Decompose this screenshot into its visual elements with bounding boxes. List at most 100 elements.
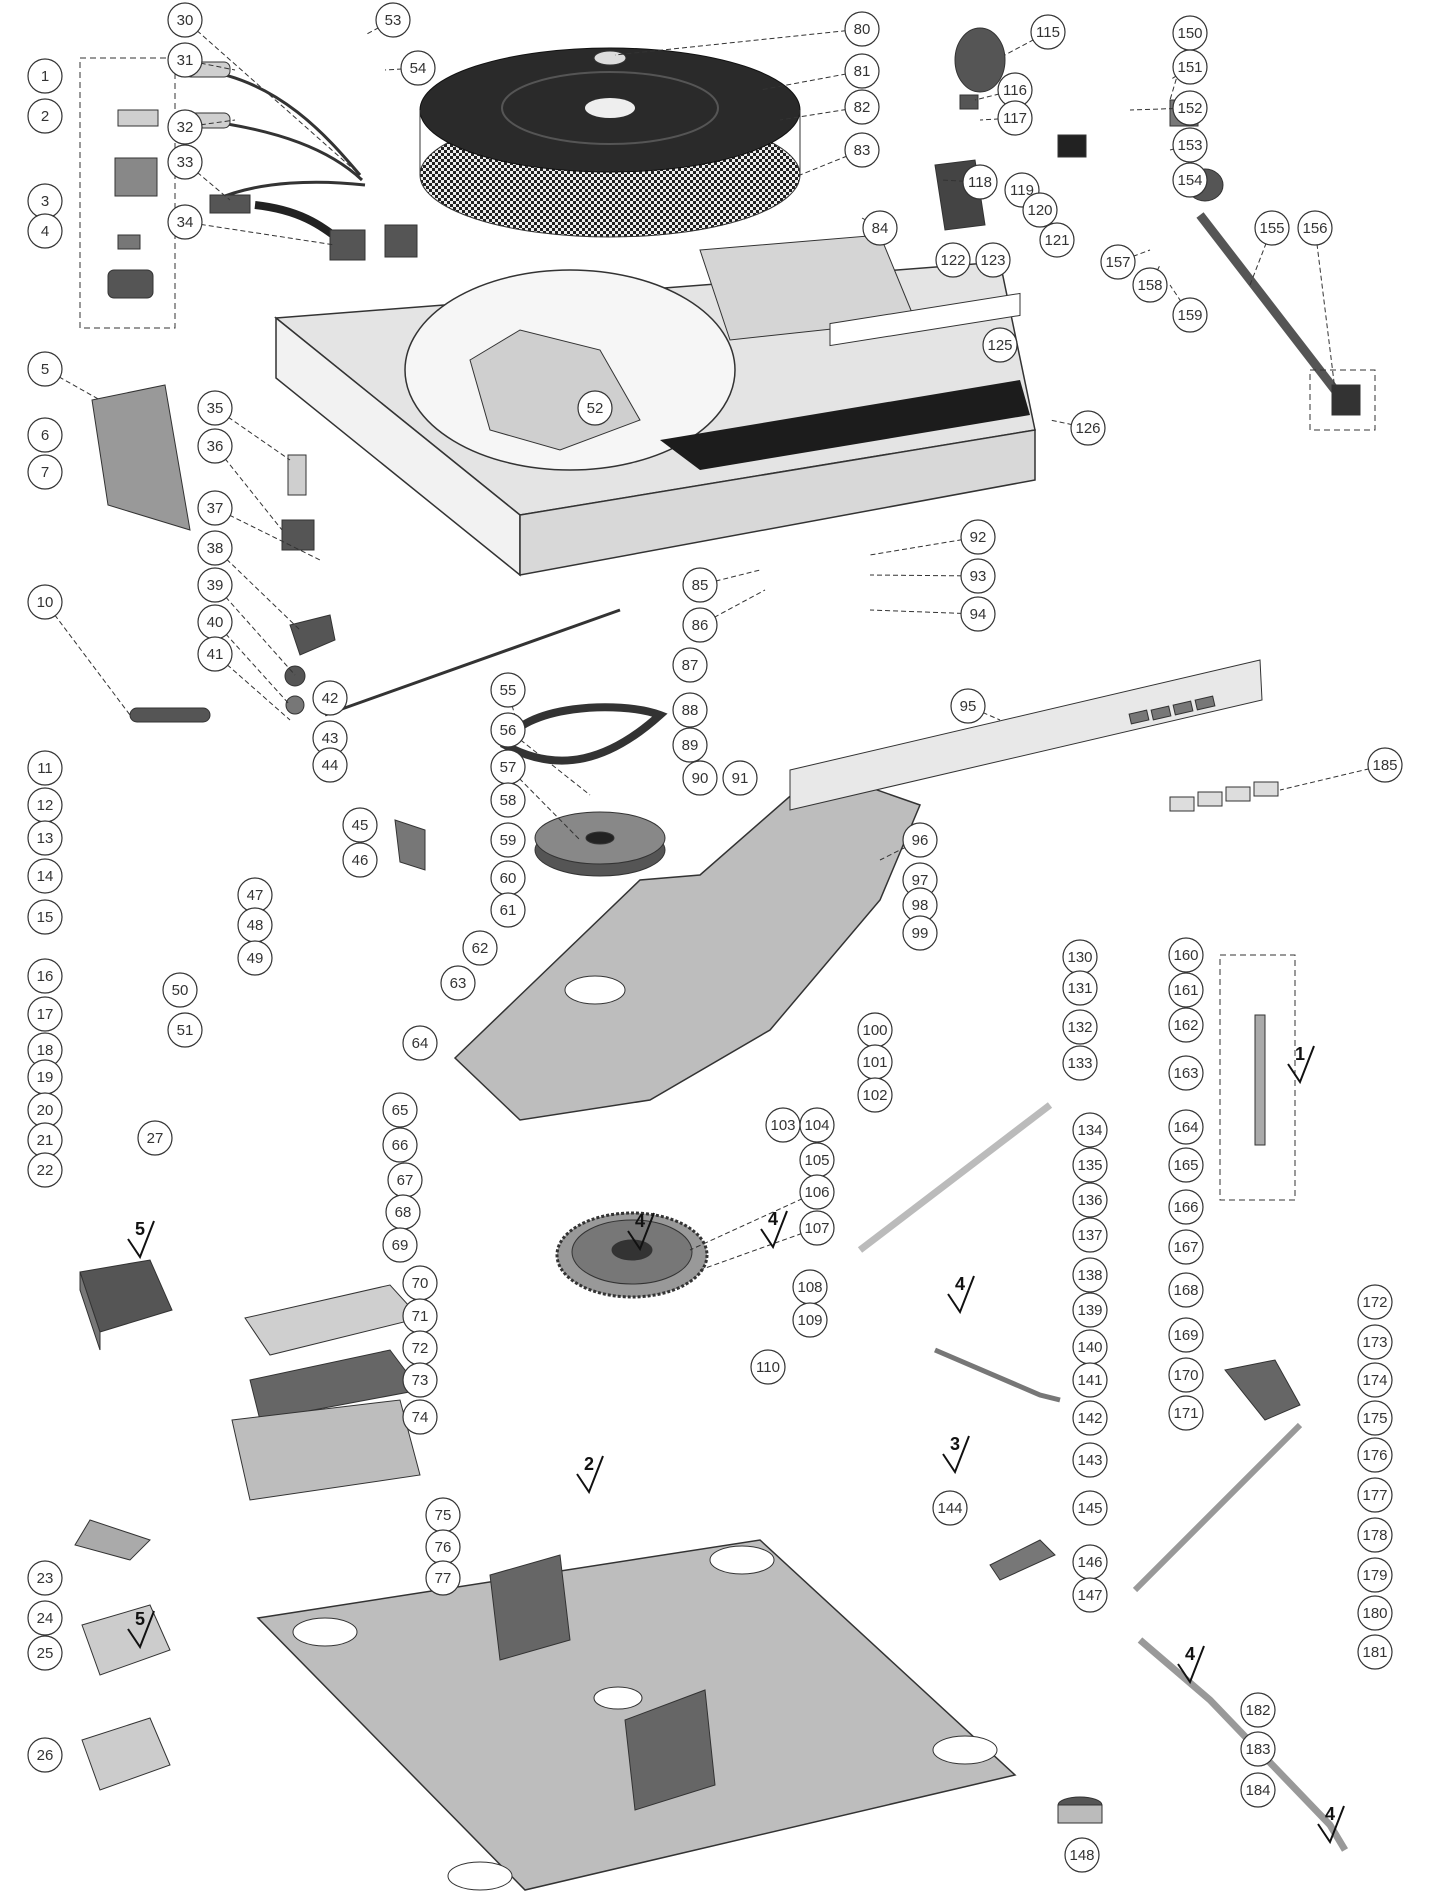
part-number: 130 bbox=[1067, 949, 1092, 966]
part-badge-circle bbox=[932, 1490, 968, 1526]
part-number: 157 bbox=[1105, 254, 1130, 271]
part-badge: 44 bbox=[312, 747, 348, 783]
part-badge: 92 bbox=[960, 519, 996, 555]
part-number: 94 bbox=[970, 606, 987, 623]
part-number: 156 bbox=[1302, 220, 1327, 237]
part-number: 85 bbox=[692, 577, 709, 594]
part-badge: 22 bbox=[27, 1152, 63, 1188]
part-number: 12 bbox=[37, 797, 54, 814]
part-badge-circle bbox=[1062, 970, 1098, 1006]
part-badge-circle bbox=[27, 958, 63, 994]
part-number: 179 bbox=[1362, 1567, 1387, 1584]
part-badge-circle bbox=[167, 204, 203, 240]
part-badge-circle bbox=[1072, 1442, 1108, 1478]
part-badge-circle bbox=[27, 351, 63, 387]
part-badge: 58 bbox=[490, 782, 526, 818]
part-number: 97 bbox=[912, 872, 929, 889]
part-badge-circle bbox=[27, 1600, 63, 1636]
part-badge: 32 bbox=[167, 109, 203, 145]
part-badge-circle bbox=[1367, 747, 1403, 783]
part-badge-circle bbox=[167, 2, 203, 38]
part-number: 71 bbox=[412, 1308, 429, 1325]
part-badge: 77 bbox=[425, 1560, 461, 1596]
foot-part bbox=[1057, 1796, 1103, 1824]
part-badge: 169 bbox=[1168, 1317, 1204, 1353]
part-badge: 137 bbox=[1072, 1217, 1108, 1253]
part-badge-circle bbox=[167, 109, 203, 145]
part-number: 167 bbox=[1173, 1239, 1198, 1256]
part-badge: 174 bbox=[1357, 1362, 1393, 1398]
part-badge: 156 bbox=[1297, 210, 1333, 246]
part-badge-circle bbox=[1072, 1257, 1108, 1293]
part-number: 172 bbox=[1362, 1294, 1387, 1311]
part-badge: 177 bbox=[1357, 1477, 1393, 1513]
part-number: 171 bbox=[1173, 1405, 1198, 1422]
part-number: 96 bbox=[912, 832, 929, 849]
reference-marker-tick bbox=[1177, 1645, 1205, 1685]
leader-line bbox=[869, 536, 979, 556]
part-number: 10 bbox=[37, 594, 54, 611]
part-badge-circle bbox=[27, 98, 63, 134]
part-number: 108 bbox=[797, 1279, 822, 1296]
part-number: 176 bbox=[1362, 1447, 1387, 1464]
part-badge-circle bbox=[1168, 1109, 1204, 1145]
part-number: 89 bbox=[682, 737, 699, 754]
part-badge-circle bbox=[27, 584, 63, 620]
part-number: 92 bbox=[970, 529, 987, 546]
part-badge-circle bbox=[27, 454, 63, 490]
part-badge: 122 bbox=[935, 242, 971, 278]
part-number: 70 bbox=[412, 1275, 429, 1292]
part-badge-circle bbox=[312, 680, 348, 716]
part-number: 147 bbox=[1077, 1587, 1102, 1604]
part-badge: 97 bbox=[902, 862, 938, 898]
part-badge-circle bbox=[490, 892, 526, 928]
part-number: 119 bbox=[1010, 182, 1034, 199]
part-badge: 102 bbox=[857, 1077, 893, 1113]
part-number: 2 bbox=[41, 108, 49, 125]
part-badge: 90 bbox=[682, 760, 718, 796]
part-badge-circle bbox=[1168, 1395, 1204, 1431]
part-badge: 19 bbox=[27, 1059, 63, 1095]
part-number: 120 bbox=[1027, 202, 1052, 219]
part-badge-circle bbox=[27, 858, 63, 894]
part-number: 59 bbox=[500, 832, 517, 849]
part-badge: 179 bbox=[1357, 1557, 1393, 1593]
reference-marker: 2 bbox=[584, 1454, 594, 1474]
part-badge-circle bbox=[1022, 192, 1058, 228]
part-number: 160 bbox=[1173, 947, 1198, 964]
part-badge: 98 bbox=[902, 887, 938, 923]
part-number: 57 bbox=[500, 759, 517, 776]
spindle-rod-group bbox=[1219, 954, 1296, 1201]
reference-marker-tick bbox=[760, 1210, 788, 1250]
reference-marker-tick bbox=[127, 1610, 155, 1650]
part-number: 76 bbox=[435, 1539, 452, 1556]
leader-line bbox=[1049, 419, 1089, 429]
part-badge-circle bbox=[1100, 244, 1136, 280]
part-badge: 74 bbox=[402, 1399, 438, 1435]
part-badge-circle bbox=[27, 820, 63, 856]
part-badge: 1 bbox=[27, 58, 63, 94]
part-number: 184 bbox=[1245, 1782, 1270, 1799]
part-badge: 65 bbox=[382, 1092, 418, 1128]
part-number: 11 bbox=[37, 760, 53, 777]
leader-line bbox=[974, 89, 1016, 101]
part-badge-circle bbox=[1172, 127, 1208, 163]
part-badge: 18 bbox=[27, 1032, 63, 1068]
part-badge: 68 bbox=[385, 1194, 421, 1230]
part-number: 46 bbox=[352, 852, 369, 869]
part-badge-circle bbox=[672, 647, 708, 683]
part-badge-circle bbox=[382, 1127, 418, 1163]
part-badge: 57 bbox=[490, 749, 526, 785]
part-badge: 126 bbox=[1070, 410, 1106, 446]
part-badge-circle bbox=[1070, 410, 1106, 446]
part-number: 34 bbox=[177, 214, 194, 231]
part-number: 91 bbox=[732, 770, 749, 787]
part-number: 123 bbox=[980, 252, 1005, 269]
reference-marker: 5 bbox=[135, 1219, 145, 1239]
part-number: 100 bbox=[862, 1022, 887, 1039]
part-badge: 46 bbox=[342, 842, 378, 878]
part-badge-circle bbox=[672, 727, 708, 763]
part-badge: 63 bbox=[440, 965, 476, 1001]
part-number: 43 bbox=[322, 730, 339, 747]
